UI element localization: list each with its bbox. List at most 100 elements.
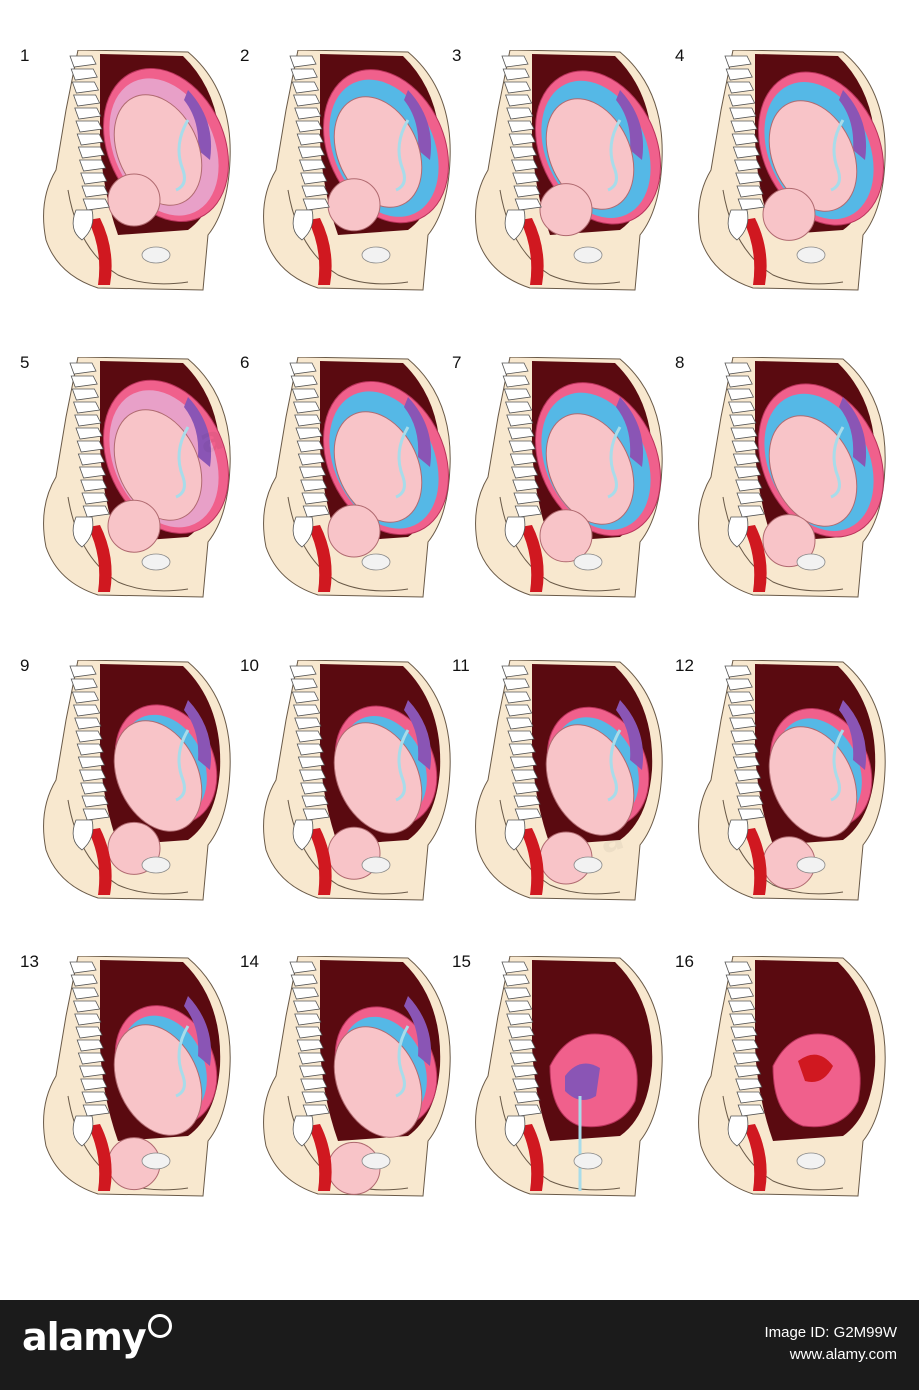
vertebra: [297, 453, 326, 466]
stage-number: 8: [675, 353, 685, 372]
umbilical-cord: [175, 1025, 190, 1098]
vertebra: [726, 81, 755, 94]
vertebra: [289, 55, 317, 68]
vertebra: [737, 198, 765, 211]
fetus-body: [113, 409, 203, 521]
vertebra: [77, 146, 106, 159]
vertebra: [295, 1026, 323, 1039]
vertebra: [291, 388, 320, 401]
vertebra: [81, 185, 109, 198]
vertebra: [503, 691, 532, 704]
sacrum: [727, 1115, 749, 1147]
cross-section-illustration: [475, 956, 663, 1197]
vertebra: [512, 479, 540, 492]
vertebra: [301, 795, 329, 808]
vertebra: [513, 795, 541, 808]
site-url[interactable]: www.alamy.com: [789, 1346, 897, 1363]
vertebra: [293, 704, 321, 717]
fetus-head: [539, 183, 593, 237]
vertebra: [505, 94, 533, 107]
stage-panel: 12: [675, 656, 900, 956]
vertebra: [730, 1026, 758, 1039]
alamy-logo[interactable]: alamy: [22, 1314, 172, 1359]
vertebra: [506, 414, 534, 427]
vertebra: [79, 1065, 107, 1078]
vertebra: [296, 133, 324, 146]
pubic-bone: [796, 553, 826, 571]
sacrum: [504, 516, 526, 548]
vertebra: [725, 375, 753, 388]
placenta: [184, 397, 212, 467]
birth-canal: [88, 828, 112, 895]
umbilical-cord: [607, 729, 622, 802]
pubic-bone: [141, 246, 171, 264]
vertebra: [501, 961, 529, 974]
vertebra: [300, 172, 328, 185]
vertebra: [726, 987, 755, 1000]
vertebra: [506, 717, 534, 730]
vertebra: [71, 691, 100, 704]
placenta: [565, 1063, 600, 1100]
vertebra: [730, 120, 758, 133]
umbilical-cord: [830, 119, 845, 192]
spine: [289, 961, 330, 1147]
vertebra: [734, 466, 762, 479]
pubic-bone: [361, 1152, 391, 1170]
cross-section-illustration: [263, 956, 451, 1197]
vertebra: [501, 362, 529, 375]
vertebra: [297, 146, 326, 159]
vertebra: [726, 691, 755, 704]
cross-section-illustration: [475, 660, 663, 901]
pubic-bone: [573, 553, 603, 571]
umbilical-cord: [607, 426, 622, 499]
stage-number: 4: [675, 46, 685, 65]
stage-panel: 13: [20, 952, 245, 1252]
cross-section-illustration: [43, 50, 231, 291]
sacrum: [292, 1115, 314, 1147]
umbilical-cord: [175, 729, 190, 802]
birth-canal: [308, 1124, 332, 1191]
spine: [501, 961, 542, 1147]
vertebra: [505, 1000, 533, 1013]
vertebra: [506, 1013, 534, 1026]
birth-canal: [520, 828, 544, 895]
spine: [501, 362, 542, 548]
vertebra: [289, 961, 317, 974]
stage-number: 14: [240, 952, 259, 971]
stage-panel: 9: [20, 656, 245, 956]
vertebra: [507, 730, 535, 743]
vertebra: [735, 1078, 763, 1091]
placenta: [616, 90, 644, 160]
birth-canal: [88, 1124, 112, 1191]
vertebra: [296, 743, 324, 756]
cross-section-illustration: [475, 50, 663, 291]
stage-number: 2: [240, 46, 250, 65]
stage-panel: 11: [452, 656, 677, 956]
sacrum: [727, 819, 749, 851]
stage-number: 13: [20, 952, 39, 971]
birth-canal: [308, 525, 332, 592]
birth-canal: [520, 218, 544, 285]
spine: [724, 362, 765, 548]
vertebra: [513, 492, 541, 505]
sacrum: [504, 1115, 526, 1147]
sacrum: [292, 516, 314, 548]
stage-number: 12: [675, 656, 694, 675]
vertebra: [737, 1104, 765, 1117]
vertebra: [299, 1065, 327, 1078]
sacrum: [727, 209, 749, 241]
vertebra: [503, 81, 532, 94]
stage-number: 5: [20, 353, 30, 372]
vertebra: [79, 466, 107, 479]
spine: [724, 665, 765, 851]
vertebra: [77, 756, 106, 769]
vertebra: [734, 769, 762, 782]
vertebra: [731, 133, 759, 146]
logo-text: alamy: [22, 1315, 147, 1359]
birth-canal: [308, 828, 332, 895]
vertebra: [501, 665, 529, 678]
vertebra: [503, 388, 532, 401]
birth-canal: [520, 1124, 544, 1191]
vertebra: [724, 665, 752, 678]
vertebra: [502, 678, 530, 691]
